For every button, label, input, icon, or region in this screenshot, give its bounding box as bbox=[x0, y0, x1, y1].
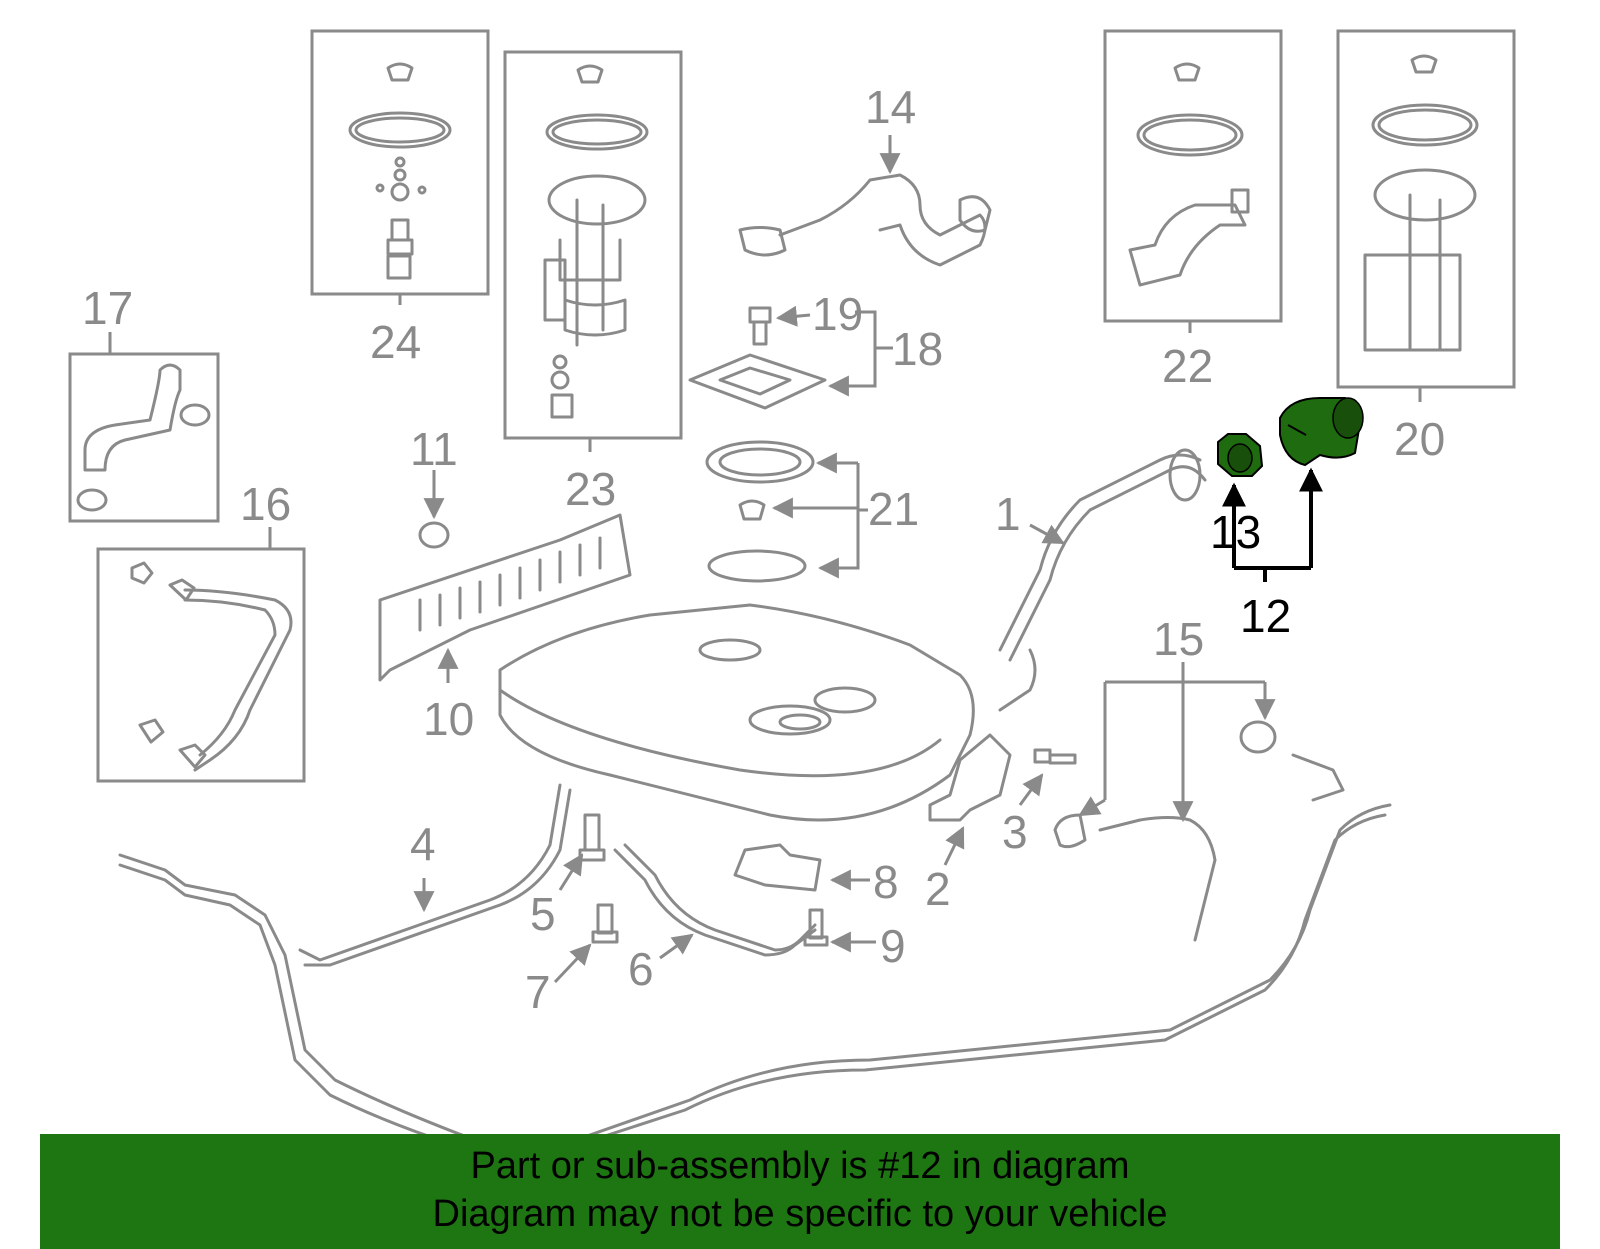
part-21 bbox=[705, 440, 815, 583]
callout-14: 14 bbox=[865, 81, 916, 133]
callout-19: 19 bbox=[812, 288, 863, 340]
callout-10: 10 bbox=[423, 693, 474, 745]
part-8 bbox=[733, 843, 822, 892]
callout-18: 18 bbox=[892, 323, 943, 375]
callout-24: 24 bbox=[370, 316, 421, 368]
callout-6: 6 bbox=[628, 943, 654, 995]
callout-7: 7 bbox=[525, 966, 551, 1018]
part-14 bbox=[738, 173, 992, 267]
fuel-tank bbox=[498, 603, 975, 822]
part-15 bbox=[1053, 720, 1345, 942]
callout-17: 17 bbox=[82, 282, 133, 334]
part-2 bbox=[928, 733, 1012, 822]
part-4 bbox=[298, 783, 572, 967]
part-10 bbox=[378, 513, 632, 682]
part-20-box bbox=[1336, 29, 1516, 389]
part-12-highlighted bbox=[1279, 397, 1364, 467]
callout-3: 3 bbox=[1002, 806, 1028, 858]
part-13-highlighted bbox=[1217, 433, 1264, 477]
callout-16: 16 bbox=[240, 478, 291, 530]
part-23-box bbox=[503, 50, 683, 440]
callout-22: 22 bbox=[1162, 340, 1213, 392]
part-7 bbox=[591, 903, 619, 944]
fuel-lines bbox=[118, 803, 1392, 1177]
callout-4: 4 bbox=[410, 818, 436, 870]
callout-8: 8 bbox=[873, 856, 899, 908]
part-11 bbox=[418, 521, 450, 549]
part-19 bbox=[748, 306, 772, 346]
part-24-box bbox=[310, 29, 490, 296]
part-22-box bbox=[1103, 29, 1283, 323]
part-5 bbox=[578, 813, 606, 862]
banner-line-1: Part or sub-assembly is #12 in diagram bbox=[470, 1145, 1130, 1187]
callout-11: 11 bbox=[410, 423, 458, 475]
part-18 bbox=[688, 353, 827, 410]
callout-23: 23 bbox=[565, 463, 616, 515]
callout-13: 13 bbox=[1210, 506, 1261, 558]
callout-20: 20 bbox=[1394, 413, 1445, 465]
part-6 bbox=[613, 843, 817, 957]
part-3 bbox=[1033, 748, 1077, 765]
part-16-box bbox=[96, 547, 306, 783]
callout-12: 12 bbox=[1240, 590, 1291, 642]
callout-1: 1 bbox=[995, 488, 1021, 540]
banner-line-2: Diagram may not be specific to your vehi… bbox=[432, 1193, 1168, 1235]
part-17-box bbox=[68, 352, 220, 523]
callout-2: 2 bbox=[925, 863, 951, 915]
part-9 bbox=[803, 908, 829, 947]
part-1 bbox=[998, 448, 1207, 712]
callout-9: 9 bbox=[880, 920, 906, 972]
callout-15: 15 bbox=[1153, 613, 1204, 665]
callout-5: 5 bbox=[530, 888, 556, 940]
info-banner: Part or sub-assembly is #12 in diagram D… bbox=[40, 1134, 1560, 1249]
callout-21: 21 bbox=[868, 483, 919, 535]
